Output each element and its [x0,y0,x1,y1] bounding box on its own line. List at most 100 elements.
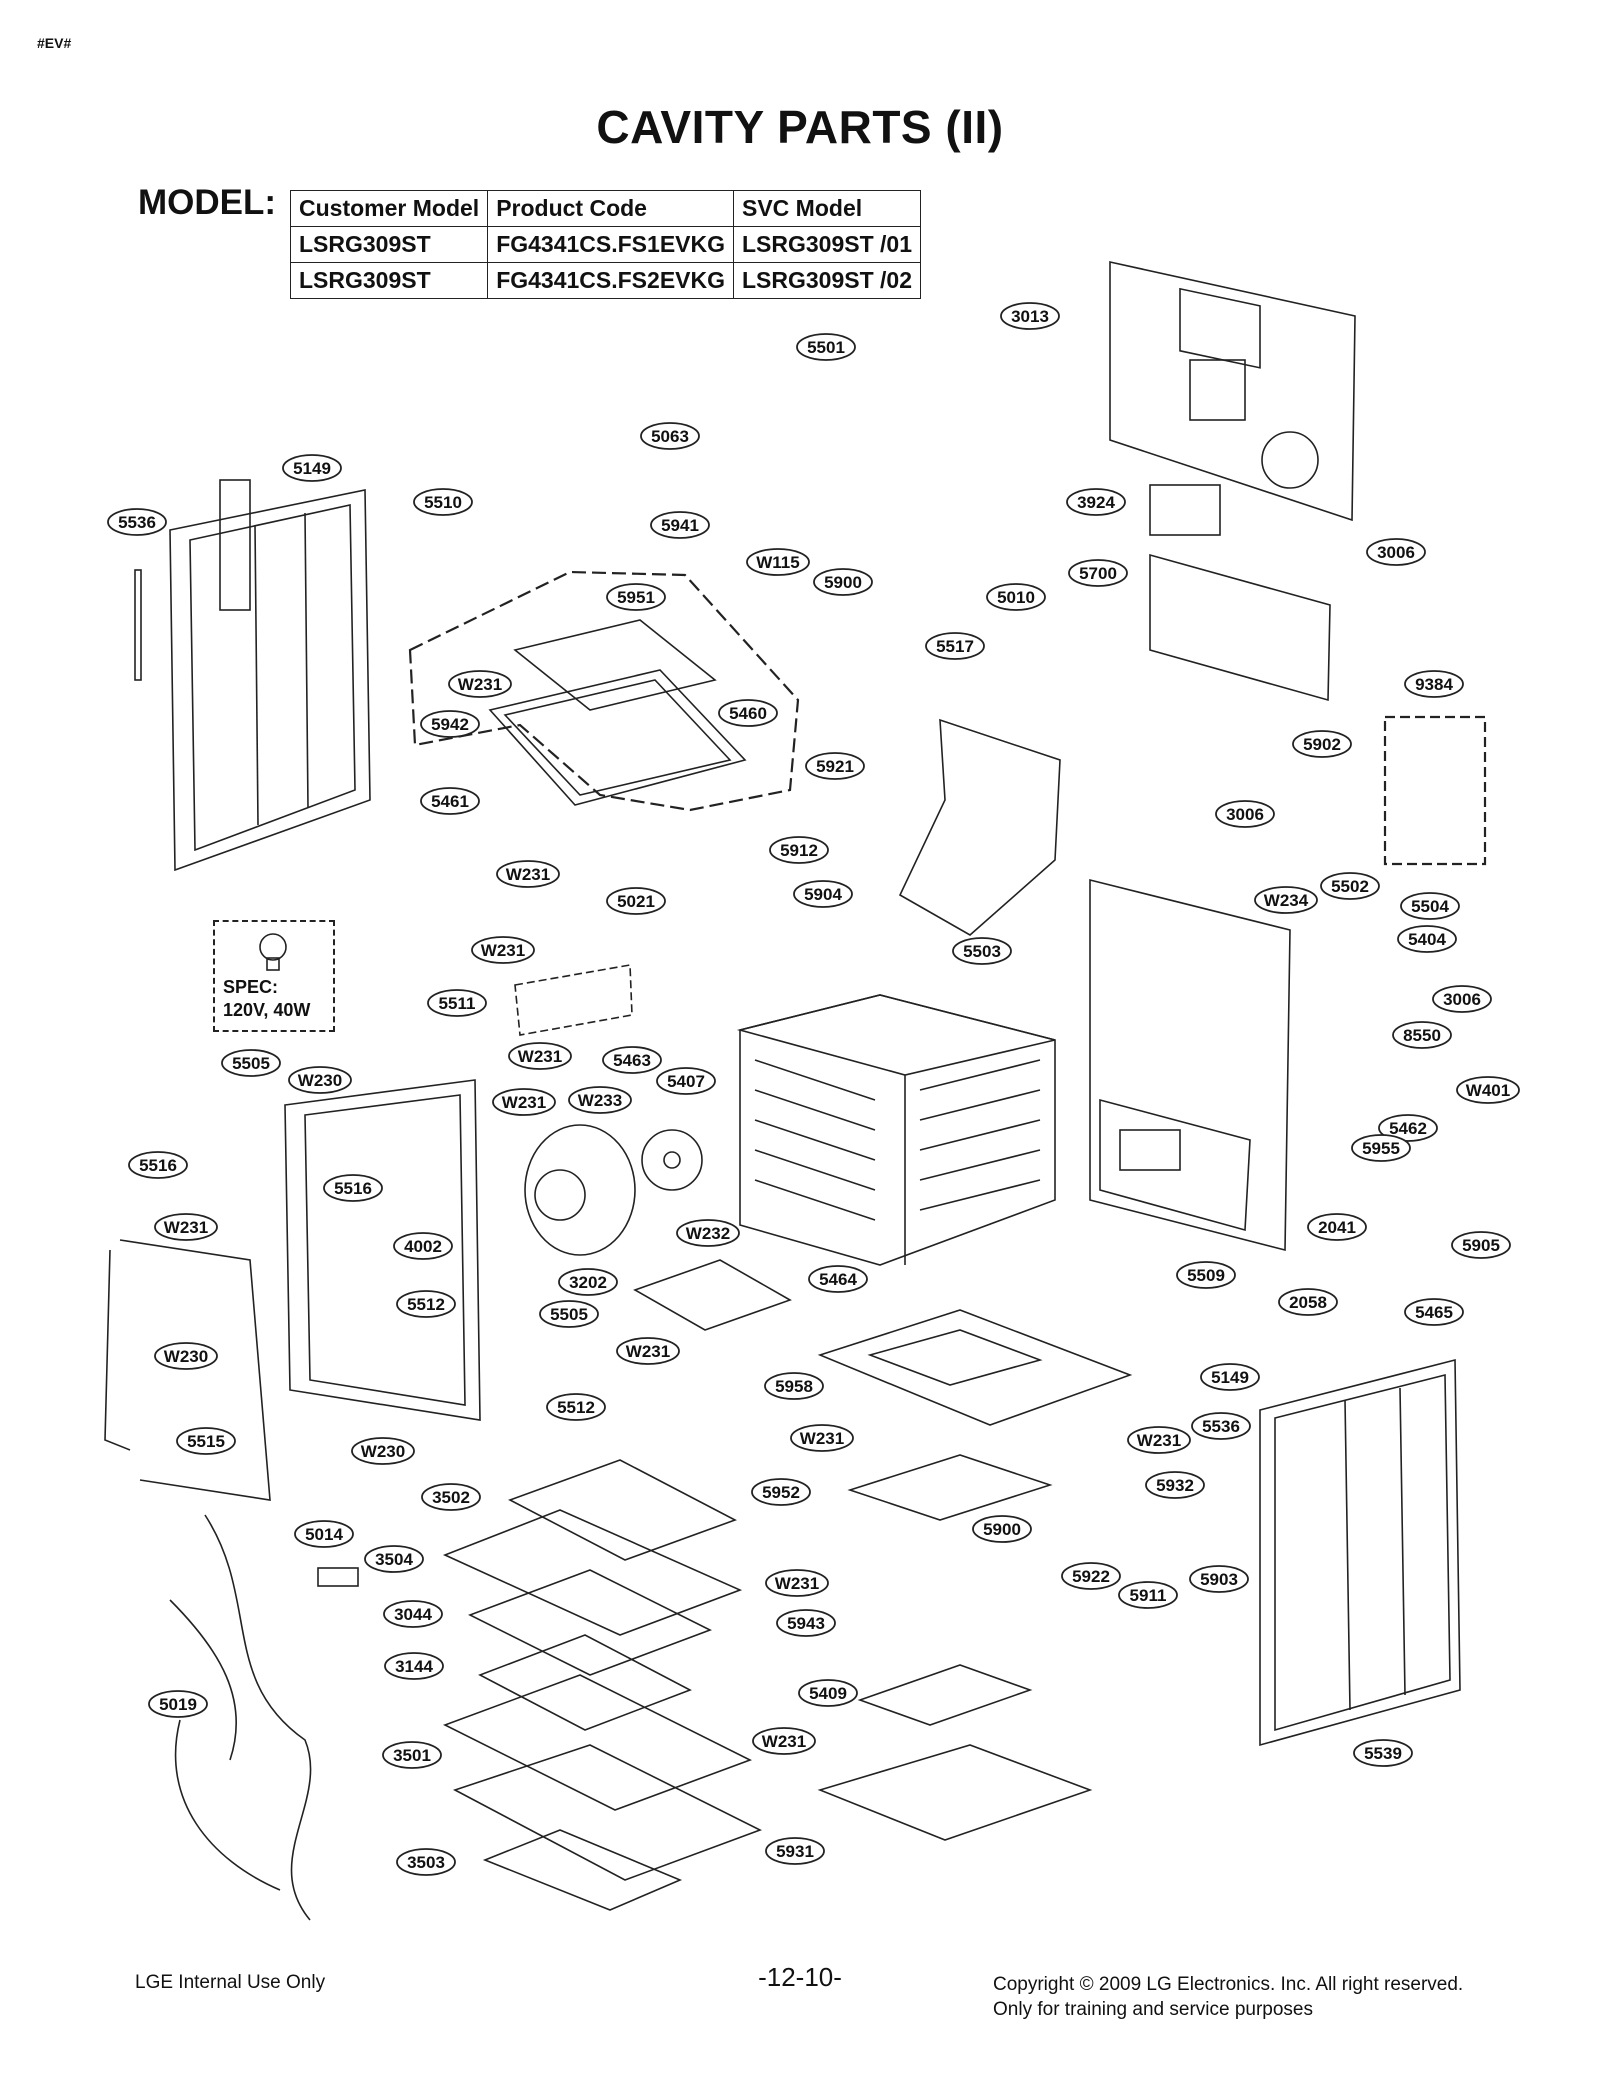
callout-label: 3006 [1443,990,1481,1009]
callout-bubble [1254,886,1318,914]
callout-bubble [1400,892,1460,920]
spec-value: 120V, 40W [223,1000,311,1020]
callout-w230: W230 [351,1437,415,1465]
callout-bubble [746,548,810,576]
callout-3006: 3006 [1432,985,1492,1013]
callout-label: 5149 [293,459,331,478]
callout-w231: W231 [448,670,512,698]
callout-label: 5912 [780,841,818,860]
callout-bubble [676,1219,740,1247]
callout-5911: 5911 [1118,1581,1178,1609]
plate-5464 [633,1259,792,1331]
callout-5505: 5505 [539,1300,599,1328]
callout-5943: 5943 [776,1609,836,1637]
callout-5149: 5149 [1200,1363,1260,1391]
heat-shield-5958 [817,1309,1133,1426]
callout-label: 5539 [1364,1744,1402,1763]
callout-3503: 3503 [396,1848,456,1876]
callout-bubble [1432,985,1492,1013]
callout-bubble [413,488,473,516]
callout-5958: 5958 [764,1372,824,1400]
callout-label: 5409 [809,1684,847,1703]
racks-3502-3504-3044-3144-3501-3503 [442,1459,763,1911]
callout-5462: 5462 [1378,1114,1438,1142]
callout-5515: 5515 [176,1427,236,1455]
callout-bubble [1366,538,1426,566]
model-table: Customer Model Product Code SVC Model LS… [289,190,922,299]
callout-label: 5462 [1389,1119,1427,1138]
callout-bubble [640,422,700,450]
callout-bubble [496,860,560,888]
callout-bubble [650,511,710,539]
column-header-customer-model: Customer Model [289,190,489,227]
callout-4002: 4002 [393,1232,453,1260]
callout-5149: 5149 [282,454,342,482]
callout-bubble [1307,1213,1367,1241]
page-title: CAVITY PARTS (II) [596,101,1004,153]
callout-w231: W231 [154,1213,218,1241]
callout-bubble [128,1151,188,1179]
callout-label: 5463 [613,1051,651,1070]
callout-3504: 3504 [364,1545,424,1573]
callout-bubble [805,752,865,780]
callout-label: W230 [361,1442,405,1461]
fan-blade-5407 [641,1129,703,1191]
callout-bubble [1127,1426,1191,1454]
training-notice: Only for training and service purposes [993,1999,1313,2020]
gasket-5515 [104,1239,271,1501]
callout-5903: 5903 [1189,1565,1249,1593]
wire-harness-5014-5019 [169,1514,359,1921]
callout-w231: W231 [1127,1426,1191,1454]
callout-label: W231 [506,865,550,884]
callout-bubble [154,1213,218,1241]
callout-5536: 5536 [107,508,167,536]
oven-cavity-racks [736,994,1056,1266]
callout-5900: 5900 [972,1515,1032,1543]
document-tag: #EV# [37,35,72,51]
callout-bubble [1351,1134,1411,1162]
bracket-5149-left [219,479,251,611]
callout-5509: 5509 [1176,1261,1236,1289]
callout-bubble [421,1483,481,1511]
callout-label: 3013 [1011,307,1049,326]
callout-5951: 5951 [606,583,666,611]
callout-bubble [765,1569,829,1597]
model-label: MODEL: [138,183,277,222]
callout-bubble [952,937,1012,965]
callout-label: 5505 [550,1305,588,1324]
callout-label: 5905 [1462,1236,1500,1255]
callout-bubble [1456,1076,1520,1104]
callout-bubble [558,1268,618,1296]
callout-3502: 3502 [421,1483,481,1511]
callout-bubble [813,568,873,596]
callout-5502: 5502 [1320,872,1380,900]
callout-label: 5931 [776,1842,814,1861]
callout-label: 3504 [375,1550,413,1569]
callout-bubble [718,699,778,727]
callout-label: 3044 [394,1605,432,1624]
callout-bubble [1061,1562,1121,1590]
callout-5700: 5700 [1068,559,1128,587]
callout-label: W231 [775,1574,819,1593]
callout-bubble [420,710,480,738]
callout-w231: W231 [508,1042,572,1070]
callout-5465: 5465 [1404,1298,1464,1326]
callout-label: 5010 [997,588,1035,607]
page-number: -12-10- [758,1962,842,1992]
callout-bubble [796,333,856,361]
callout-label: 5501 [807,338,845,357]
callout-label: 5516 [139,1156,177,1175]
callout-bubble [616,1337,680,1365]
callout-label: 5536 [1202,1417,1240,1436]
igniter-package-9384 [1383,715,1487,866]
callout-label: 5461 [431,792,469,811]
callout-bubble [282,454,342,482]
callout-label: 3924 [1077,493,1115,512]
callout-label: W231 [800,1429,844,1448]
callout-label: 5460 [729,704,767,723]
callout-label: W231 [458,675,502,694]
callout-label: 5951 [617,588,655,607]
callout-5510: 5510 [413,488,473,516]
callout-label: 5512 [407,1295,445,1314]
